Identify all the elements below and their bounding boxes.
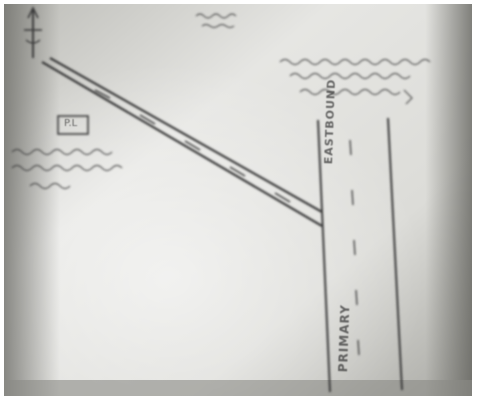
handwriting-top-right [279, 58, 431, 105]
handwriting-top-center [195, 13, 237, 29]
diagonal-road [41, 57, 323, 227]
box-label: P.L [64, 118, 78, 129]
north-arrow-icon [24, 6, 42, 58]
road-label-primary: PRIMARY [336, 304, 353, 373]
handwriting-left-note [11, 148, 123, 190]
vertical-road [317, 117, 403, 393]
parcel-box [57, 115, 89, 135]
